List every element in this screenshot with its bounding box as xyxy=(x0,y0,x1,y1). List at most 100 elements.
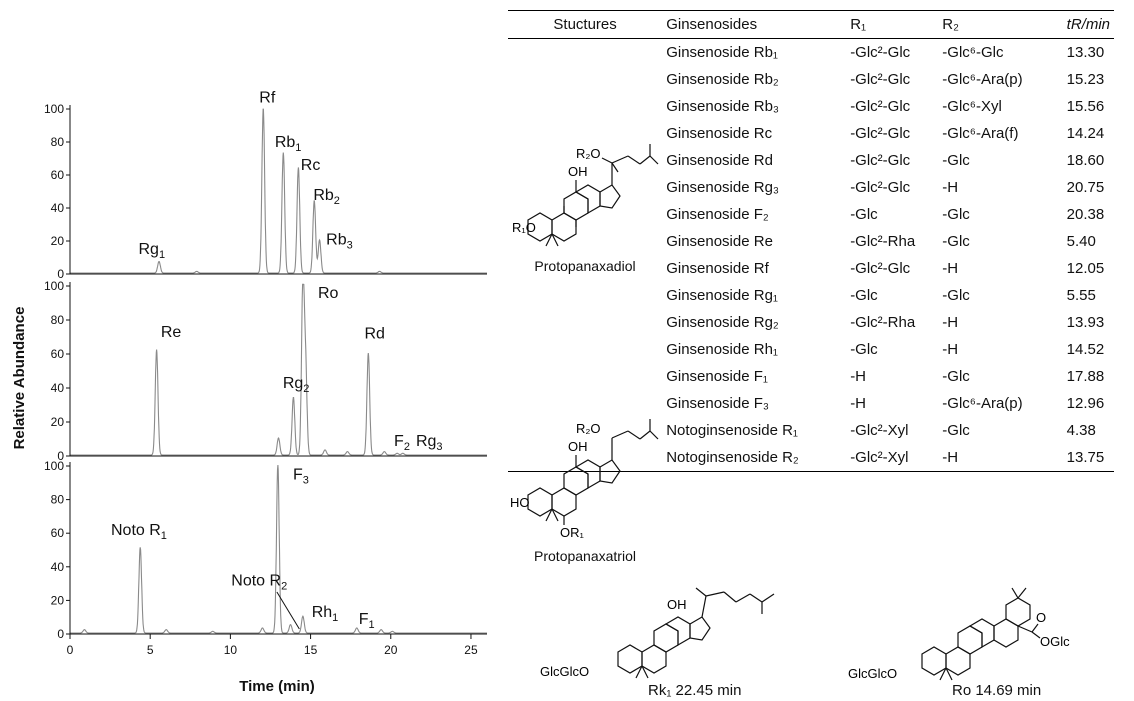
ginsenoside-cell: Ginsenoside Rg₃ xyxy=(666,179,780,196)
retention-time-cell: 12.05 xyxy=(1066,260,1105,277)
retention-time-cell: 5.40 xyxy=(1066,233,1096,250)
r2-cell: -Glc⁶-Glc xyxy=(942,44,1004,61)
r2-cell: -Glc xyxy=(942,368,970,385)
y-tick-label: 40 xyxy=(51,381,65,395)
r2-cell: -Glc xyxy=(942,422,970,439)
r1-cell: -Glc²-Rha xyxy=(850,233,916,250)
retention-time-cell: 18.60 xyxy=(1066,152,1105,169)
peak-label-sub: 1 xyxy=(161,530,167,542)
peak-label-base: F xyxy=(359,611,369,628)
retention-time-cell: 15.56 xyxy=(1066,98,1105,115)
ginsenoside-table: Stuctures Ginsenosides R₁ R₂ tR/min Gins… xyxy=(508,10,1114,472)
r2-cell: -H xyxy=(942,341,959,358)
ro-structure: GlcGlcO O OGlc xyxy=(848,587,1070,681)
r1-cell: -Glc²-Glc xyxy=(850,125,911,142)
table-row: Ginsenoside F₃-H-Glc⁶-Ara(p)12.96 xyxy=(508,390,1114,417)
r1-cell: -Glc xyxy=(850,341,878,358)
ginsenoside-cell: Ginsenoside Rb₃ xyxy=(666,98,780,115)
structure-cell xyxy=(508,282,662,309)
peak-label-sub: 3 xyxy=(347,239,353,251)
structure-cell xyxy=(508,66,662,93)
ginsenoside-cell: Ginsenoside F₁ xyxy=(666,368,768,385)
oh-label: OH xyxy=(568,164,588,179)
header-retention-time: tR/min xyxy=(1062,10,1114,39)
retention-time-cell: 20.75 xyxy=(1066,179,1105,196)
peak-label-base: Noto R xyxy=(231,572,281,589)
structure-cell xyxy=(508,39,662,67)
r2-cell: -Glc⁶-Xyl xyxy=(942,98,1002,115)
peak-label-sub: 1 xyxy=(369,619,375,631)
rk1-sugar-label: GlcGlcO xyxy=(540,664,589,679)
peak-label-base: F xyxy=(394,433,404,450)
protopanaxatriol-structure: HO OR₁ OH R₂O xyxy=(510,419,659,540)
r1-cell: -H xyxy=(850,368,867,385)
peak-label-sub: 1 xyxy=(295,142,301,154)
group-protopanaxatriol: Protopanaxatriol xyxy=(534,548,636,564)
peak-label: Rb3 xyxy=(326,231,353,251)
peak-label: Rc xyxy=(301,157,321,174)
table-row: Ginsenoside Rc-Glc²-Glc-Glc⁶-Ara(f)14.24 xyxy=(508,120,1114,147)
x-tick-label: 20 xyxy=(384,643,398,657)
r1-cell: -Glc²-Glc xyxy=(850,260,911,277)
peak-label: F3 xyxy=(293,466,309,486)
r1-cell: -Glc²-Glc xyxy=(850,71,911,88)
peak-label-sub: 2 xyxy=(334,195,340,207)
peak-label-base: F xyxy=(293,466,303,483)
peak-label-base: Rf xyxy=(259,89,276,106)
peak-label-sub: 2 xyxy=(404,441,410,453)
r1-cell: -Glc²-Glc xyxy=(850,179,911,196)
x-tick-label: 10 xyxy=(224,643,238,657)
r1o-label: R₁O xyxy=(512,220,536,235)
y-tick-label: 0 xyxy=(57,627,64,641)
peak-label-base: Rc xyxy=(301,157,321,174)
peak-label: Rg2 xyxy=(283,375,310,395)
peak-label: Noto R2 xyxy=(231,572,287,592)
r1-cell: -Glc²-Xyl xyxy=(846,444,939,472)
retention-time-cell: 13.75 xyxy=(1062,444,1114,472)
peak-label-base: Rd xyxy=(365,326,385,343)
ginsenoside-cell: Ginsenoside F₃ xyxy=(666,395,770,412)
y-tick-label: 60 xyxy=(51,168,65,182)
rk1-caption: Rk₁ 22.45 min xyxy=(648,682,742,699)
retention-time-cell: 14.52 xyxy=(1066,341,1105,358)
r2-cell: -H xyxy=(942,314,959,331)
structure-cell xyxy=(508,444,663,472)
peak-label: Rb1 xyxy=(275,134,302,154)
retention-time-cell: 4.38 xyxy=(1066,422,1096,439)
peak-label-sub: 3 xyxy=(303,474,309,486)
r1-cell: -Glc²-Glc xyxy=(850,152,911,169)
r2-cell: -H xyxy=(942,260,959,277)
chromatogram-trace xyxy=(70,283,487,456)
peak-label-base: Ro xyxy=(318,285,339,302)
structure-cell xyxy=(508,309,662,336)
table-header-row: Stuctures Ginsenosides R₁ R₂ tR/min xyxy=(508,10,1114,39)
peak-label-base: Rg xyxy=(416,433,436,450)
r1-cell: -Glc xyxy=(850,287,878,304)
ginsenoside-cell: Ginsenoside Rg₂ xyxy=(666,314,779,331)
retention-time-cell: 13.30 xyxy=(1066,44,1105,61)
y-tick-label: 80 xyxy=(51,313,65,327)
peak-label-base: Rb xyxy=(313,187,334,204)
x-tick-label: 15 xyxy=(304,643,318,657)
peak-label-base: Noto R xyxy=(111,522,161,539)
ro-oglc-label: OGlc xyxy=(1040,634,1070,649)
label-leader-line xyxy=(276,591,300,630)
rk1-structure: OH GlcGlcO xyxy=(540,587,775,679)
y-tick-label: 40 xyxy=(51,201,65,215)
ginsenoside-cell: Ginsenoside Re xyxy=(666,233,773,250)
retention-time-cell: 15.23 xyxy=(1066,71,1105,88)
chromatogram-figure: 020406080100Rg1RfRb1RcRb2Rb3020406080100… xyxy=(11,89,487,695)
r2-cell: -Glc⁶-Ara(f) xyxy=(942,125,1019,142)
